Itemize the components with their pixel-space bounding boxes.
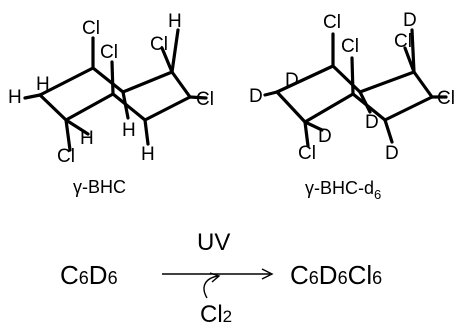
bond: [64, 118, 90, 136]
bond: [383, 118, 394, 144]
atom-label-h: H: [36, 74, 50, 95]
atom-label-d: D: [385, 143, 399, 164]
bond: [121, 90, 130, 120]
bond: [91, 66, 125, 94]
bond: [275, 90, 307, 124]
atom-label-cl: Cl: [394, 31, 412, 52]
reaction: C6D6 UV Cl2 C6D6Cl6: [60, 229, 382, 328]
bond: [303, 120, 310, 148]
atom-label-cl: Cl: [100, 42, 118, 63]
element-d: D: [319, 260, 338, 290]
bond: [358, 90, 372, 114]
subscript: 6: [79, 268, 89, 288]
molecule-caption: γ-BHC-d6: [305, 178, 381, 202]
atom-label-d: D: [318, 126, 332, 147]
atom-label-d: D: [403, 10, 417, 31]
atom-label-cl: Cl: [57, 146, 75, 167]
element-c: C: [290, 260, 309, 290]
atom-label-d: D: [249, 86, 263, 107]
bond: [331, 64, 362, 94]
bond: [275, 64, 335, 94]
reagent-formula: Cl2: [200, 301, 232, 328]
molecule-caption: γ-BHC: [73, 177, 126, 197]
atom-label-cl: Cl: [150, 34, 168, 55]
element-d: D: [89, 260, 108, 290]
reaction-condition: UV: [197, 229, 230, 256]
atom-label-cl: Cl: [341, 36, 359, 57]
bond: [170, 28, 180, 74]
element-c: C: [60, 260, 79, 290]
bond: [263, 90, 279, 97]
bond: [38, 66, 95, 97]
reactant-formula: C6D6: [60, 260, 118, 290]
atom-label-h: H: [141, 144, 155, 165]
subscript: 6: [372, 268, 382, 288]
atom-label-cl: Cl: [437, 88, 455, 109]
gamma-bhc-d6-structure: Cl Cl Cl D D D Cl Cl D D D γ-BHC-d6: [249, 10, 455, 202]
caption-subscript: 6: [374, 187, 381, 202]
atom-label-h: H: [80, 128, 94, 149]
reagent-arrowhead: [209, 272, 221, 283]
bond: [23, 93, 42, 100]
atom-label-d: D: [285, 70, 299, 91]
subscript: 6: [108, 268, 118, 288]
bond: [358, 70, 416, 94]
bond: [412, 70, 434, 99]
atom-label-h: H: [168, 11, 182, 32]
bond: [303, 92, 355, 124]
atom-label-cl: Cl: [323, 12, 341, 33]
reaction-arrowhead: [261, 268, 274, 280]
bond: [64, 118, 72, 152]
bond: [143, 118, 150, 146]
bond: [110, 60, 115, 96]
product-formula: C6D6Cl6: [290, 260, 382, 290]
bond: [170, 70, 192, 99]
bond: [160, 46, 174, 74]
bond: [410, 28, 416, 74]
reagent-curved-arrow: [203, 275, 219, 299]
element-cl: Cl: [200, 301, 223, 328]
gamma-bhc-structure: Cl Cl Cl H H H Cl Cl H H H γ-BHC: [8, 11, 214, 197]
element-cl: Cl: [348, 260, 373, 290]
bond: [383, 95, 434, 122]
subscript: 6: [309, 268, 319, 288]
bond: [111, 92, 147, 122]
bond: [303, 120, 324, 132]
atom-label-cl: Cl: [196, 89, 214, 110]
atom-label-d: D: [365, 112, 379, 133]
bond: [143, 95, 192, 122]
bond: [38, 93, 68, 122]
bond: [121, 70, 174, 94]
atom-label-cl: Cl: [298, 143, 316, 164]
subscript: 2: [223, 307, 232, 326]
atom-label-cl: Cl: [82, 18, 100, 39]
caption-main: γ-BHC-d: [305, 178, 374, 198]
subscript: 6: [338, 268, 348, 288]
atom-label-h: H: [122, 120, 136, 141]
bond: [64, 92, 115, 122]
bond: [350, 56, 355, 96]
bond: [188, 95, 208, 100]
atom-label-h: H: [8, 87, 22, 108]
